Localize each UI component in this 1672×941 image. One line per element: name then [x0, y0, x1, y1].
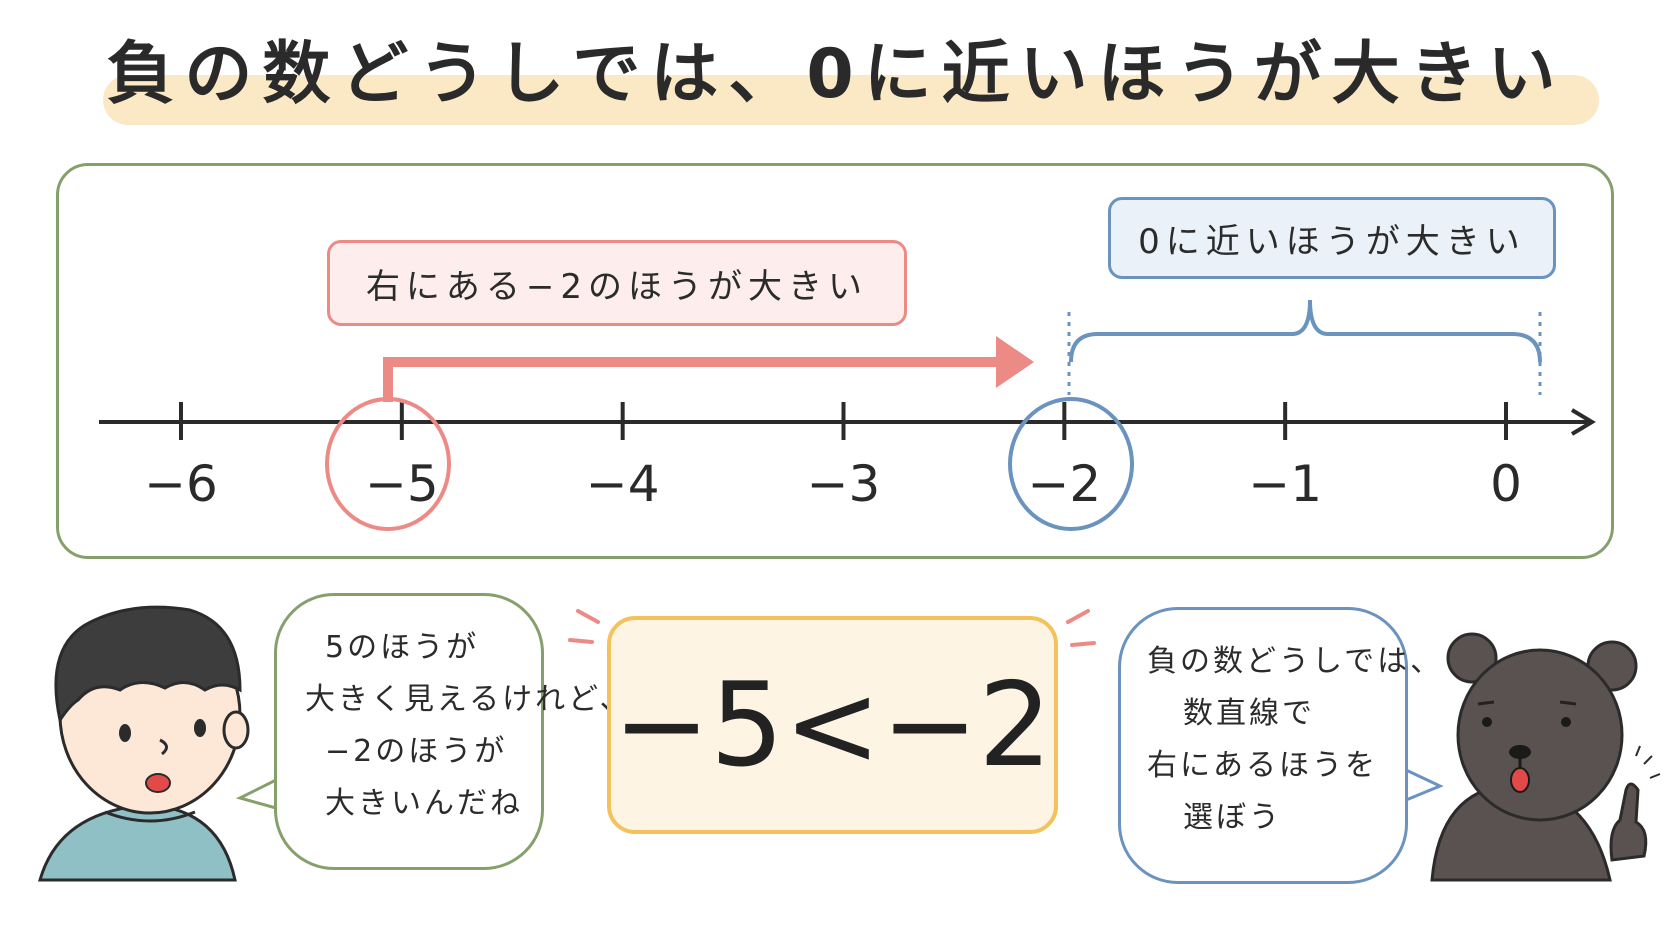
boy-speech-line: 5のほうが [325, 630, 480, 665]
bear-speech-line: 負の数どうしでは、 [1147, 644, 1444, 679]
bear-speech-line: 数直線で [1183, 696, 1315, 731]
circle-minus-5 [325, 397, 451, 531]
boy-character [38, 605, 250, 882]
tick-marks [179, 402, 1508, 440]
tick-label: 0 [1490, 455, 1522, 513]
bear-speech-bubble: 負の数どうしでは、 数直線で 右にあるほうを 選ぼう [1118, 607, 1440, 884]
distance-brace [1069, 299, 1542, 363]
emphasis-marks-right [1066, 609, 1096, 647]
number-line-panel [56, 163, 1614, 559]
tick-label: −3 [806, 455, 881, 513]
bear-speech-line: 右にあるほうを [1147, 748, 1378, 783]
tick-label: −4 [585, 455, 660, 513]
boy-speech-line: 大きいんだね [325, 786, 523, 821]
move-right-arrow-shaft [383, 357, 1000, 402]
tick-label: −1 [1248, 455, 1323, 513]
arrow-label-box: 右にある−2のほうが大きい [327, 240, 907, 326]
circle-minus-2 [1008, 397, 1134, 531]
bear-speech-line: 選ぼう [1183, 800, 1282, 835]
page-title: 負の数どうしでは、0に近いほうが大きい [106, 35, 1566, 114]
inequality-text: −5<−2 [612, 657, 1053, 793]
tick-label: −2 [1027, 455, 1102, 513]
move-right-arrowhead [996, 336, 1034, 388]
emphasis-marks-left [568, 609, 600, 644]
title-highlight [103, 75, 1599, 125]
boy-speech-line: −2のほうが [325, 734, 508, 769]
tick-label: −6 [144, 455, 218, 513]
brace-label-box: 0に近いほうが大きい [1108, 197, 1556, 279]
bear-character [1430, 632, 1661, 882]
boy-bubble-tail [235, 777, 278, 810]
inequality-box: −5<−2 [607, 616, 1058, 834]
boy-speech-line: 大きく見えるけれど、 [305, 682, 633, 717]
tick-label: −5 [364, 455, 439, 513]
boy-speech-bubble: 5のほうが 大きく見えるけれど、 −2のほうが 大きいんだね [274, 593, 630, 870]
axis-arrowhead [1570, 408, 1596, 436]
